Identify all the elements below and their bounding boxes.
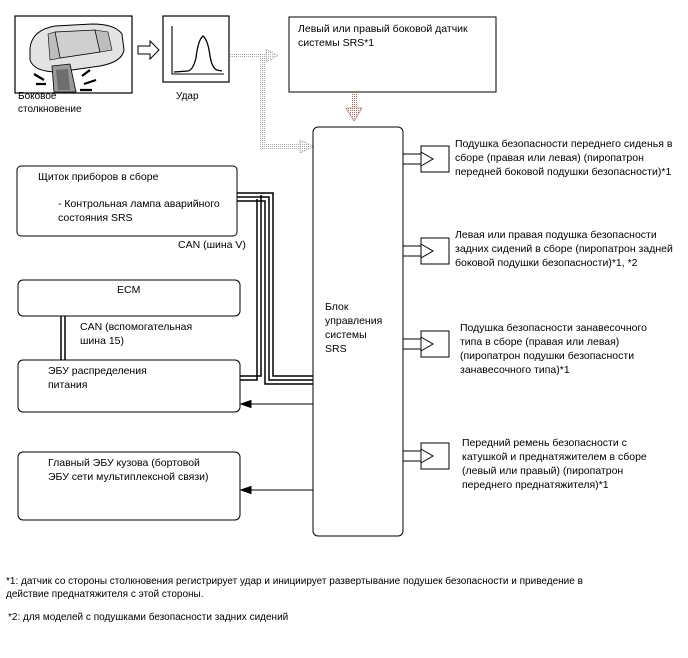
sensor-to-ecu-arrow	[345, 92, 363, 122]
car-caption: Боковое столкновение	[18, 91, 82, 115]
body-ecu-label: Главный ЭБУ кузова (бортовой ЭБУ сети му…	[48, 457, 209, 483]
can-v-label: CAN (шина V)	[178, 239, 246, 251]
power-ecu-label: ЭБУ распределения питания	[48, 365, 147, 391]
squib-icon	[403, 145, 450, 173]
can-sub-label: CAN (вспомогательная шина 15)	[80, 321, 193, 347]
srs-ecu-box	[312, 126, 404, 537]
footnote-2: *2: для моделей с подушками безопасности…	[8, 612, 289, 623]
meter-item: - Контрольная лампа аварийного состояния…	[58, 198, 220, 224]
airbag-front-seat-label: Подушка безопасности переднего сиденья в…	[455, 138, 673, 178]
ecu-output-arrows	[239, 399, 313, 495]
impact-graph-icon	[162, 15, 230, 83]
side-sensor-box	[288, 16, 497, 93]
side-sensor-label: Левый или правый боковой датчик системы …	[298, 23, 468, 49]
ecm-box	[17, 279, 241, 317]
airbag-rear-seat-label: Левая или правая подушка безопасности за…	[455, 229, 673, 269]
squib-icon	[403, 442, 450, 470]
body-ecu-box	[17, 451, 241, 521]
can-bus-v	[237, 192, 313, 385]
meter-title: Щиток приборов в сборе	[38, 171, 159, 183]
squib-icon	[403, 330, 450, 358]
airbag-curtain-label: Подушка безопасности занавесочного типа …	[460, 322, 647, 376]
pretensioner-label: Передний ремень безопасности с катушкой …	[462, 437, 647, 491]
ecm-label: ECM	[117, 284, 141, 296]
graph-caption: Удар	[176, 91, 199, 102]
impact-signal-arrow	[229, 48, 315, 154]
srs-ecu-label: Блок управления системы SRS	[325, 301, 383, 355]
squib-icon	[403, 237, 450, 265]
flow-arrow-icon	[137, 39, 160, 61]
footnote-1: *1: датчик со стороны столкновения регис…	[6, 576, 583, 600]
power-ecu-box	[17, 359, 241, 413]
can-sub-bus	[60, 316, 66, 360]
car-crash-icon	[14, 15, 133, 94]
